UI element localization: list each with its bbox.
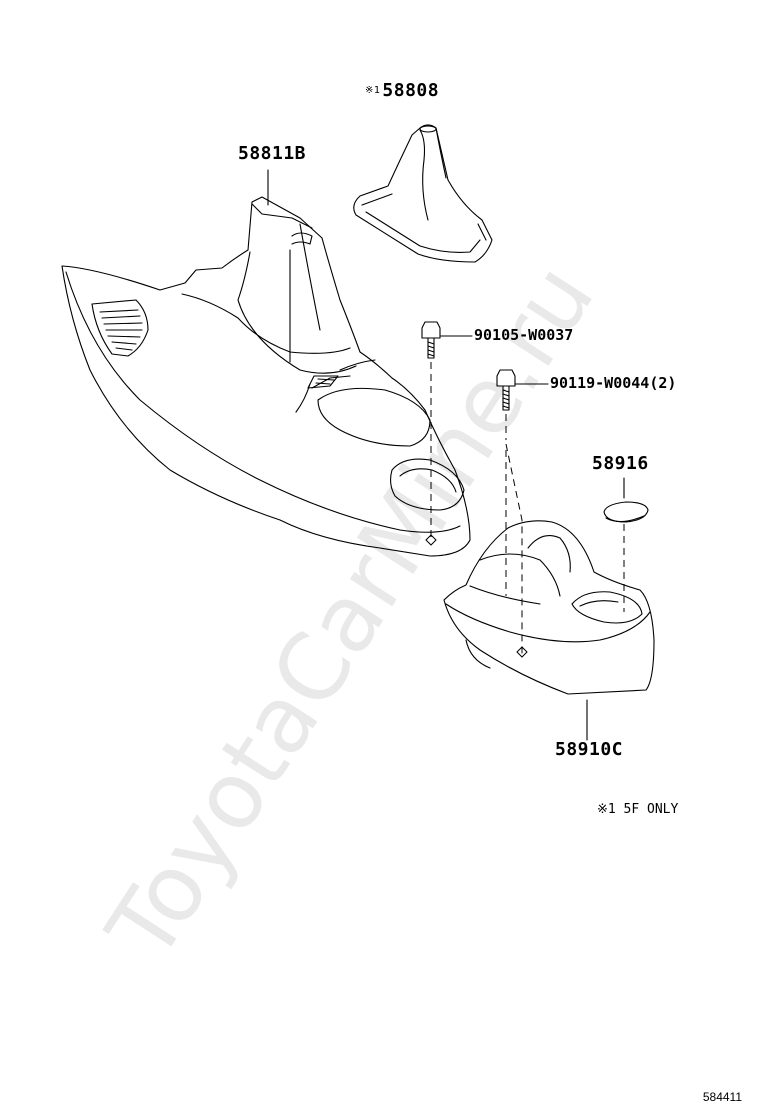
console-box-part: [443, 520, 655, 695]
bolt-90105: [421, 321, 441, 359]
footnote-5f-only: ※1 5F ONLY: [597, 802, 679, 817]
diagram-reference-number: 584411: [702, 1090, 742, 1104]
bolt-90119: [496, 369, 516, 411]
label-58910c: 58910C: [555, 739, 624, 760]
label-58916: 58916: [592, 453, 649, 474]
alignment-lines: [430, 362, 625, 655]
label-58808-mark: ※1: [365, 85, 381, 96]
label-90119-w0044: 90119-W0044(2): [550, 374, 677, 392]
label-90105-w0037: 90105-W0037: [474, 326, 574, 344]
label-58808-text: 58808: [382, 80, 440, 101]
shift-boot-part: [353, 124, 493, 263]
label-58811b: 58811B: [238, 143, 307, 164]
console-panel-part: [61, 196, 471, 557]
pad-58916: [603, 501, 649, 523]
